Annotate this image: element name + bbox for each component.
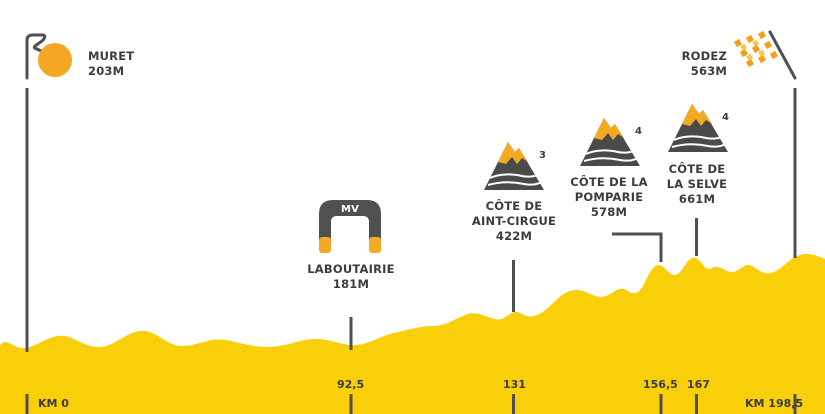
climb1-line2: AINT-CIRGUE — [471, 214, 557, 228]
climb1-line1: CÔTE DE — [485, 199, 543, 213]
km-tick-climb1 — [512, 394, 515, 414]
start-pole — [25, 88, 29, 352]
climb3-pole — [695, 218, 698, 256]
climb1-elevation: 422M — [495, 229, 533, 243]
km-tick-sprint — [349, 394, 353, 414]
finish-name: RODEZ — [681, 49, 727, 63]
climb3-line1: CÔTE DE — [668, 162, 726, 176]
mountain-icon — [484, 142, 544, 190]
climb1-label: CÔTE DE AINT-CIRGUE 422M — [454, 199, 574, 244]
climb3-line2: LA SELVE — [666, 177, 728, 191]
climb1-category: 3 — [539, 150, 546, 161]
start-name: MURET — [88, 49, 135, 63]
start-label: MURET 203M — [88, 49, 134, 79]
km-sprint: 92,5 — [337, 378, 365, 391]
climb3-label: CÔTE DE LA SELVE 661M — [637, 162, 757, 207]
climb2-label: CÔTE DE LA POMPARIE 578M — [549, 175, 669, 220]
climb3-category: 4 — [722, 112, 729, 123]
finish-elevation: 563M — [690, 64, 727, 78]
km-climb3: 167 — [687, 378, 710, 391]
mountain-icon — [580, 118, 640, 166]
mountain-icon — [668, 104, 728, 152]
sprint-label: LABOUTAIRIE 181M — [291, 262, 411, 292]
climb2-line1: CÔTE DE LA — [570, 175, 648, 189]
sprint-pole — [349, 317, 353, 350]
terrain-area — [0, 254, 825, 414]
climb2-elevation: 578M — [590, 205, 628, 219]
sprint-name: LABOUTAIRIE — [307, 262, 395, 276]
km-tick-climb3 — [695, 394, 698, 414]
km-climb1: 131 — [503, 378, 526, 391]
climb1-pole — [512, 260, 515, 312]
start-logo-icon — [25, 33, 72, 80]
start-elevation: 203M — [88, 64, 125, 78]
km-finish: KM 198,5 — [745, 397, 804, 410]
climb2-line2: POMPARIE — [574, 190, 644, 204]
sprint-elevation: 181M — [332, 277, 370, 291]
km-tick-climb2 — [659, 394, 663, 414]
km-climb2: 156,5 — [643, 378, 678, 391]
km-tick-start — [25, 394, 29, 414]
climb2-category: 4 — [635, 126, 642, 137]
sprint-badge: MV — [340, 204, 360, 215]
km-tick-finish — [793, 394, 797, 414]
checkered-flag-icon — [733, 30, 797, 80]
km-start: KM 0 — [38, 397, 69, 410]
finish-label: RODEZ 563M — [682, 49, 727, 79]
climb3-elevation: 661M — [678, 192, 716, 206]
finish-pole — [793, 88, 797, 258]
intermediate-sprint-arch-icon — [319, 200, 381, 253]
climb2-pole — [612, 232, 663, 262]
